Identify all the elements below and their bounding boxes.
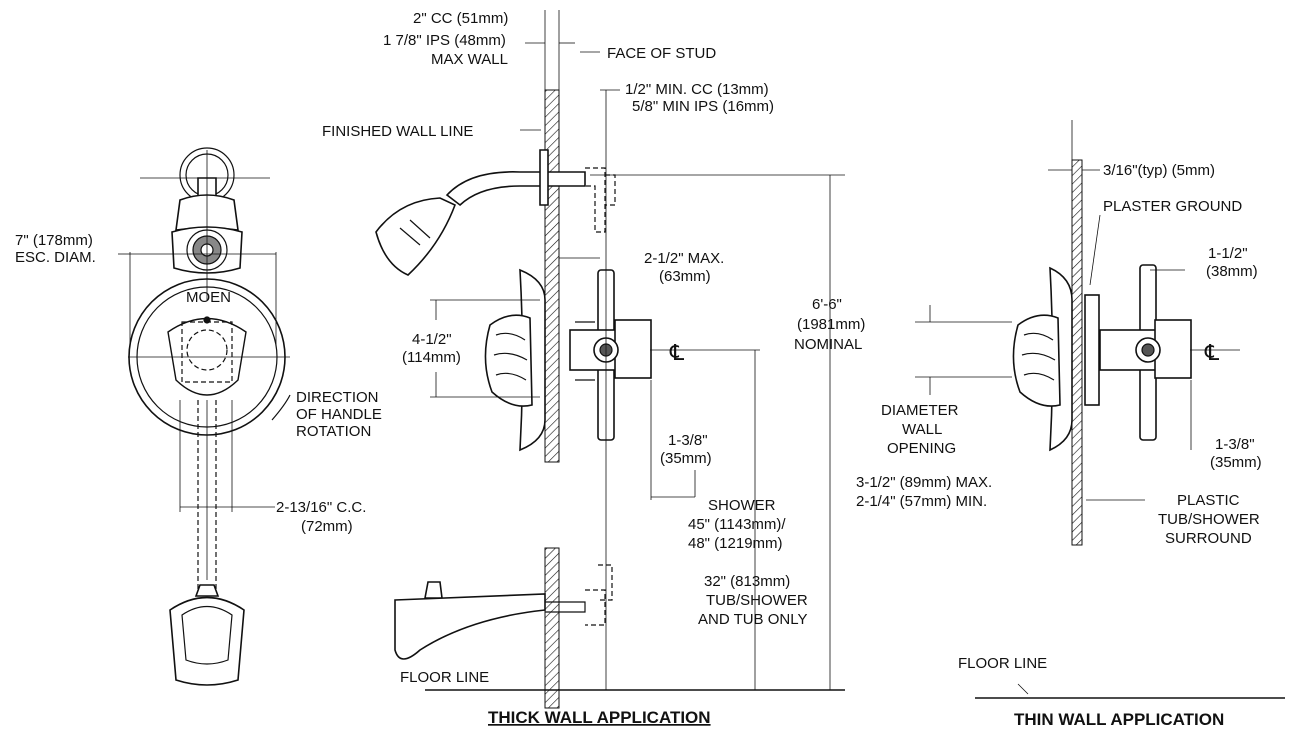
label-shower-2: 45" (1143mm)/ — [688, 516, 786, 533]
label-diam-1: DIAMETER — [881, 402, 959, 419]
label-face-of-stud: FACE OF STUD — [607, 45, 716, 62]
label-finished-wall-line: FINISHED WALL LINE — [322, 123, 473, 140]
label-esc-diam-1: 7" (178mm) — [15, 232, 93, 249]
thin-wall-view: ℄ — [915, 120, 1285, 699]
label-shower-1: SHOWER — [708, 497, 776, 514]
label-typ: 3/16"(typ) (5mm) — [1103, 162, 1215, 179]
labels: 2" CC (51mm) 1 7/8" IPS (48mm) MAX WALL … — [15, 10, 1262, 729]
label-1-3-8-2: (35mm) — [660, 450, 712, 467]
label-tub-1: 32" (813mm) — [704, 573, 790, 590]
brand-label: MOEN — [186, 289, 231, 306]
label-opening-min: 2-1/4" (57mm) MIN. — [856, 493, 987, 510]
label-plastic-2: TUB/SHOWER — [1158, 511, 1260, 528]
label-r-1-3-8-2: (35mm) — [1210, 454, 1262, 471]
label-plastic-3: SURROUND — [1165, 530, 1252, 547]
label-4-5-2: (114mm) — [402, 349, 461, 366]
label-tub-3: AND TUB ONLY — [698, 611, 807, 628]
label-plastic-1: PLASTIC — [1177, 492, 1240, 509]
thick-wall-view: ℄ — [375, 10, 845, 709]
label-max-2-5-2: (63mm) — [659, 268, 711, 285]
label-cc-2-13-2: (72mm) — [301, 518, 353, 535]
label-nominal-1: 6'-6" — [812, 296, 842, 313]
label-diam-2: WALL — [902, 421, 942, 438]
label-ips-wall: 1 7/8" IPS (48mm) — [383, 32, 506, 49]
centerline-symbol-right: ℄ — [1204, 341, 1220, 366]
label-nominal-2: (1981mm) — [797, 316, 865, 333]
title-thin-wall: THIN WALL APPLICATION — [1014, 710, 1224, 729]
label-4-5-1: 4-1/2" — [412, 331, 452, 348]
label-opening-max: 3-1/2" (89mm) MAX. — [856, 474, 992, 491]
label-1-3-8-1: 1-3/8" — [668, 432, 708, 449]
label-min-ips: 5/8" MIN IPS (16mm) — [632, 98, 774, 115]
label-direction-3: ROTATION — [296, 423, 371, 440]
label-r-1-1-2-2: (38mm) — [1206, 263, 1258, 280]
title-thick-wall: THICK WALL APPLICATION — [488, 708, 711, 727]
label-cc-wall: 2" CC (51mm) — [413, 10, 508, 27]
centerline-symbol: ℄ — [669, 341, 685, 366]
label-floor-line-left: FLOOR LINE — [400, 669, 489, 686]
label-floor-line-right: FLOOR LINE — [958, 655, 1047, 672]
label-diam-3: OPENING — [887, 440, 956, 457]
label-nominal-3: NOMINAL — [794, 336, 862, 353]
label-esc-diam-2: ESC. DIAM. — [15, 249, 96, 266]
front-view: MOEN — [118, 147, 291, 686]
label-direction-2: OF HANDLE — [296, 406, 382, 423]
label-shower-3: 48" (1219mm) — [688, 535, 783, 552]
label-direction-1: DIRECTION — [296, 389, 379, 406]
label-r-1-3-8-1: 1-3/8" — [1215, 436, 1255, 453]
label-max-wall: MAX WALL — [431, 51, 508, 68]
label-cc-2-13-1: 2-13/16" C.C. — [276, 499, 366, 516]
label-min-cc: 1/2" MIN. CC (13mm) — [625, 81, 769, 98]
label-r-1-1-2-1: 1-1/2" — [1208, 245, 1248, 262]
label-max-2-5-1: 2-1/2" MAX. — [644, 250, 724, 267]
label-plaster-ground: PLASTER GROUND — [1103, 198, 1242, 215]
label-tub-2: TUB/SHOWER — [706, 592, 808, 609]
